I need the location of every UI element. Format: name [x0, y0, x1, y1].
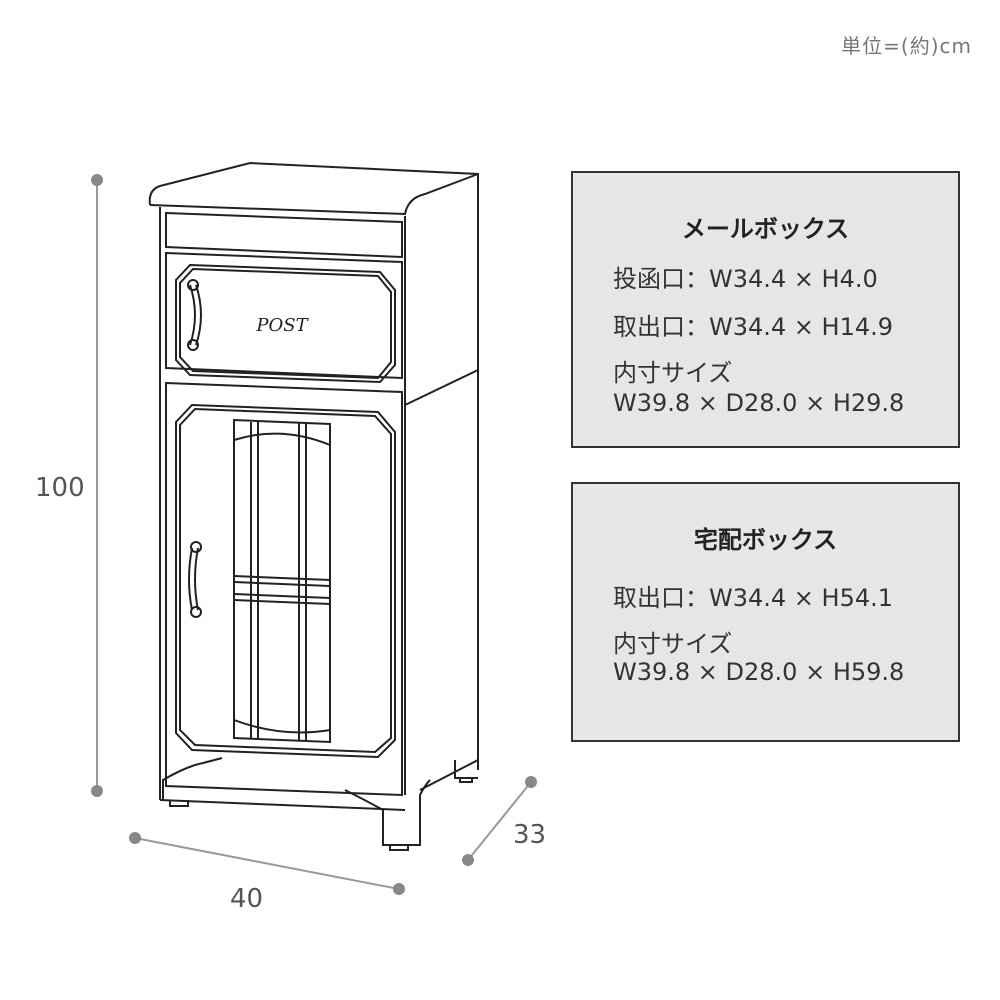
parcel-box-spec-box: 宅配ボックス 取出口：W34.4 × H54.1 内寸サイズ W39.8 × D…	[571, 482, 960, 742]
mailbox-inner-label: 内寸サイズ	[613, 359, 733, 387]
parcel-inner-label: 内寸サイズ	[613, 630, 733, 658]
mailbox-title: メールボックス	[681, 215, 850, 243]
mailbox-spec-box: メールボックス 投函口：W34.4 × H4.0 取出口：W34.4 × H14…	[571, 171, 960, 448]
post-plate-text: POST	[255, 315, 309, 336]
width-dimension: 40	[230, 884, 264, 914]
mailbox-inner-size: W39.8 × D28.0 × H29.8	[613, 389, 905, 417]
mailbox-outlet-spec: 取出口：W34.4 × H14.9	[613, 313, 894, 341]
parcel-box-title: 宅配ボックス	[693, 526, 838, 554]
height-dimension: 100	[35, 473, 85, 503]
cabinet	[148, 161, 479, 851]
mailbox-slot-spec: 投函口：W34.4 × H4.0	[613, 265, 878, 293]
depth-dimension: 33	[513, 820, 547, 850]
parcel-inner-size: W39.8 × D28.0 × H59.8	[613, 658, 905, 686]
unit-label: 単位=(約)cm	[841, 34, 972, 58]
dimension-lines	[91, 174, 537, 895]
parcel-outlet-spec: 取出口：W34.4 × H54.1	[613, 584, 894, 612]
